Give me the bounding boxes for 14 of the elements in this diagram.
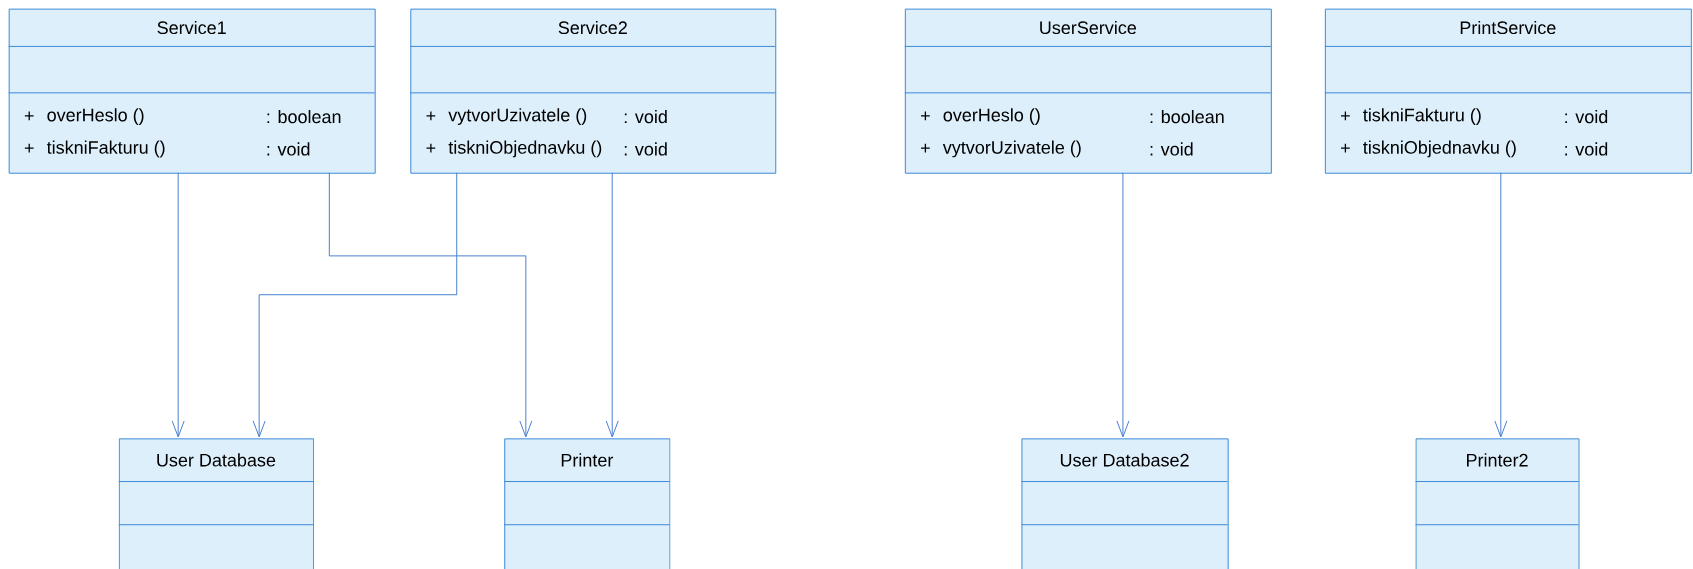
- arrow: [1116, 172, 1130, 438]
- arrow: [252, 172, 458, 438]
- class-box: Printer: [503, 438, 671, 569]
- arrow: [1494, 172, 1508, 438]
- class-box: User Database2: [1020, 438, 1229, 569]
- class-box: User Database: [118, 438, 315, 569]
- class-box: PrintService + tiskniFakturu () : void + tiskniObjednavku () : void: [1324, 8, 1692, 174]
- arrow: [171, 172, 185, 438]
- arrow: [328, 172, 533, 438]
- class-box: Service2 + vytvorUzivatele () : void + tiskniObjednavku () : void: [409, 8, 777, 174]
- arrow: [605, 172, 619, 438]
- class-box: Service1 + overHeslo () : boolean + tiskniFakturu () : void: [8, 8, 376, 174]
- class-box: Printer2: [1415, 438, 1580, 569]
- class-box: UserService + overHeslo () : boolean + vytvorUzivatele () : void: [904, 8, 1272, 174]
